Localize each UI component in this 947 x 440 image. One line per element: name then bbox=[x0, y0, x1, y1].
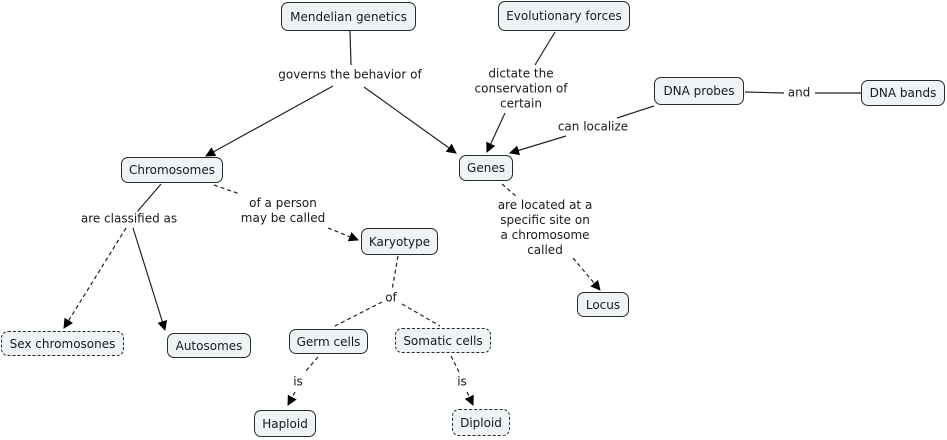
link-located-at: are located at a specific site on a chro… bbox=[495, 198, 595, 258]
edge-germ-is bbox=[304, 356, 319, 373]
link-is-germ: is bbox=[291, 374, 305, 390]
concept-dna-probes[interactable]: DNA probes bbox=[654, 77, 744, 105]
concept-germ-cells[interactable]: Germ cells bbox=[289, 329, 368, 354]
edge-chromosomes-person bbox=[213, 184, 241, 195]
edge-somatic-is bbox=[450, 355, 460, 373]
edge-governs-genes bbox=[363, 86, 457, 154]
edge-genes-located bbox=[501, 183, 519, 199]
edge-of-somatic bbox=[401, 303, 441, 327]
concept-karyotype[interactable]: Karyotype bbox=[361, 228, 438, 255]
edge-chromosomes-classified bbox=[136, 183, 162, 213]
concept-dna-bands[interactable]: DNA bands bbox=[861, 80, 945, 106]
concept-locus[interactable]: Locus bbox=[577, 292, 629, 317]
edge-classified-sex bbox=[63, 227, 127, 329]
edge-of-germ bbox=[332, 301, 383, 328]
concept-sex-chromosones[interactable]: Sex chromosones bbox=[1, 331, 124, 356]
edge-governs-chromosomes bbox=[205, 85, 334, 157]
link-governs-behavior: governs the behavior of bbox=[276, 67, 424, 83]
concept-evolutionary-forces[interactable]: Evolutionary forces bbox=[498, 1, 630, 31]
edge-mendelian-governs bbox=[349, 30, 352, 66]
concept-mendelian-genetics[interactable]: Mendelian genetics bbox=[281, 2, 416, 31]
edge-classified-autosomes bbox=[132, 227, 168, 331]
concept-autosomes[interactable]: Autosomes bbox=[167, 333, 251, 358]
edge-dictate-genes bbox=[486, 112, 506, 153]
edge-person-karyotype bbox=[327, 227, 359, 242]
concept-diploid[interactable]: Diploid bbox=[452, 409, 510, 436]
edge-located-locus bbox=[572, 257, 601, 291]
link-dictate-conservation: dictate the conservation of certain bbox=[472, 66, 570, 112]
link-and: and bbox=[785, 85, 813, 101]
edge-karyotype-of bbox=[391, 255, 399, 291]
concept-somatic-cells[interactable]: Somatic cells bbox=[395, 328, 491, 353]
edge-is-diploid bbox=[464, 391, 474, 406]
link-of: of bbox=[383, 290, 399, 306]
concept-haploid[interactable]: Haploid bbox=[254, 410, 316, 437]
link-can-localize: can localize bbox=[555, 119, 631, 135]
concept-chromosomes[interactable]: Chromosomes bbox=[121, 157, 223, 183]
link-is-somatic: is bbox=[455, 374, 469, 390]
concept-genes[interactable]: Genes bbox=[459, 155, 513, 181]
edge-evolutionary-dictate bbox=[534, 31, 556, 66]
link-of-a-person: of a person may be called bbox=[238, 196, 328, 226]
edge-probes-localize bbox=[616, 105, 655, 119]
link-classified-as: are classified as bbox=[78, 211, 180, 227]
edge-localize-genes bbox=[509, 135, 567, 156]
edge-is-haploid bbox=[287, 391, 297, 406]
edge-probes-and bbox=[744, 91, 785, 94]
